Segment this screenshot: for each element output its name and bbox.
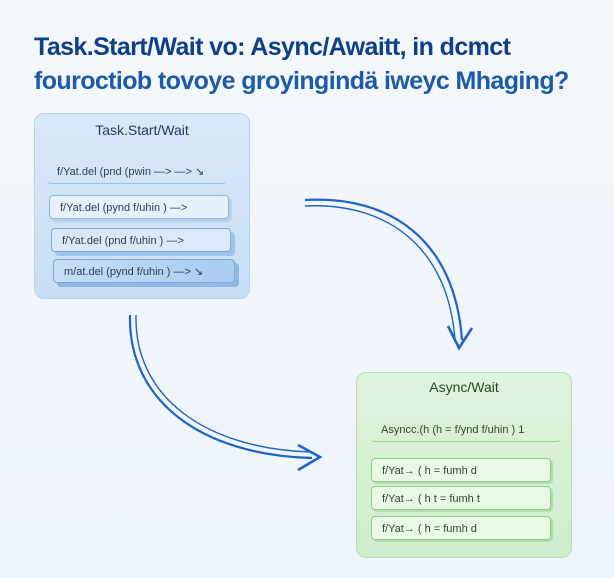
sync-code-row: f/Yat.del (pnd (pwin —> —> ↘ [47, 160, 227, 184]
sync-panel-title: Task.Start/Wait [95, 122, 189, 138]
sync-code-row: m/at.del (pynd f/uhin ) —> ↘ [53, 259, 235, 283]
sync-panel: Task.Start/Wait f/Yat.del (pnd (pwin —> … [34, 113, 250, 299]
arrow-sync-to-async-bottom [128, 314, 323, 472]
async-code-row: f/Yat→ ( h = fumh d [371, 516, 551, 540]
async-panel: Async/Wait Asyncc.(h (h = f/ynd f/uhin )… [356, 372, 572, 558]
async-code-row: f/Yat→ ( h t = fumh t [371, 486, 551, 510]
arrow-sync-to-async-top [304, 198, 474, 351]
title-line-2: fouroctiob tovoye groyingindä iweyc Mhag… [34, 67, 569, 95]
async-panel-title: Async/Wait [429, 379, 499, 395]
sync-code-row: f/Yat.del (pynd f/uhin ) —> [49, 195, 229, 219]
page-title: Task.Start/Wait vo: Async/Awaitt, in dcm… [34, 30, 594, 98]
async-code-row: f/Yat→ ( h = fumh d [371, 458, 551, 482]
sync-code-row: f/Yat.del (pnd f/uhin ) —> [51, 228, 231, 252]
title-line-1: Task.Start/Wait vo: Async/Awaitt, in dcm… [34, 33, 511, 61]
async-code-row: Asyncc.(h (h = f/ynd f/uhin ) 1 [371, 418, 561, 442]
